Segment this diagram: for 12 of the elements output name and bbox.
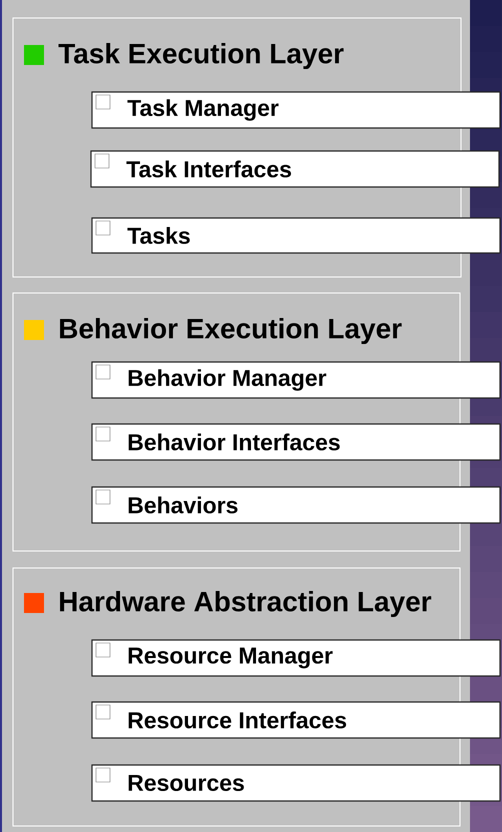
- component-box: Task Interfaces: [90, 150, 500, 188]
- layer-heading: Hardware Abstraction Layer: [60, 590, 432, 618]
- component-box: Resource Manager: [91, 639, 501, 677]
- component-box: Behavior Interfaces: [91, 423, 501, 461]
- component-box: Resources: [91, 764, 501, 802]
- component-box: Task Manager: [91, 91, 501, 129]
- component-box: Resource Interfaces: [91, 701, 501, 739]
- component-box: Behavior Manager: [91, 361, 501, 399]
- layer-heading: Task Execution Layer: [58, 42, 344, 70]
- component-box: Behaviors: [91, 486, 501, 524]
- component-box: Tasks: [91, 217, 501, 254]
- layer-heading: Behavior Execution Layer: [60, 318, 402, 344]
